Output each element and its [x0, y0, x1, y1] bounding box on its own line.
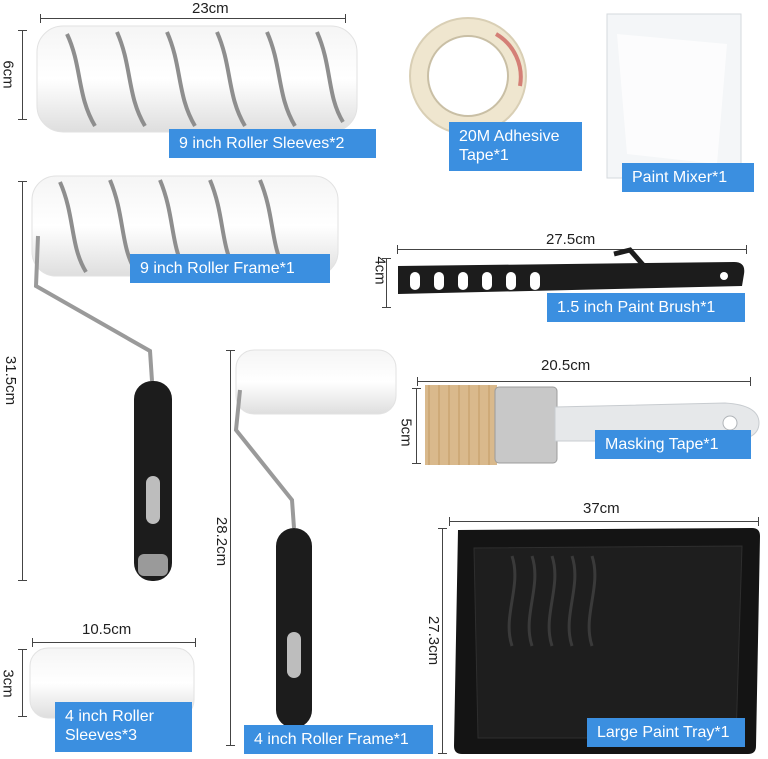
paint-tray-label: Large Paint Tray*1 [587, 718, 745, 747]
roller-frame-4-image [233, 349, 397, 728]
adhesive-tape-label: 20M Adhesive Tape*1 [449, 122, 582, 171]
roller-sleeves-4-label-line2: Sleeves*3 [65, 727, 138, 744]
roller-frame-9-label: 9 inch Roller Frame*1 [130, 254, 330, 283]
roller-sleeves-4-height: 3cm [0, 669, 17, 698]
paint-tray-width: 37cm [583, 500, 620, 517]
paint-brush-height: 4cm [371, 256, 389, 285]
paint-mixer-image [606, 13, 742, 179]
masking-tape-label: Masking Tape*1 [595, 430, 751, 459]
roller-sleeves-9-label: 9 inch Roller Sleeves*2 [169, 129, 376, 158]
masking-tape-width: 20.5cm [541, 357, 591, 374]
paint-brush-width: 27.5cm [546, 231, 596, 248]
roller-sleeve-9-image [36, 25, 358, 133]
adhesive-tape-image [409, 17, 527, 135]
roller-sleeves-4-width: 10.5cm [82, 621, 132, 638]
paint-tray-height: 27.3cm [425, 615, 443, 666]
roller-frame-4-height: 28.2cm [213, 516, 231, 567]
roller-sleeves-9-width: 23cm [192, 0, 229, 17]
roller-frame-4-label: 4 inch Roller Frame*1 [244, 725, 433, 754]
roller-sleeves-4-label-line1: 4 inch Roller [65, 708, 154, 725]
paint-mixer-label: Paint Mixer*1 [622, 163, 754, 192]
paint-brush-image [398, 247, 745, 294]
roller-sleeves-9-height: 6cm [0, 60, 17, 89]
paint-tray-image [454, 528, 760, 754]
roller-sleeves-4-label: 4 inch Roller Sleeves*3 [55, 702, 192, 752]
adhesive-tape-label-line2: Tape*1 [459, 147, 509, 164]
adhesive-tape-label-line1: 20M Adhesive [459, 128, 560, 145]
roller-frame-9-height: 31.5cm [2, 355, 20, 406]
roller-frame-9-image [31, 175, 339, 581]
paint-brush-label: 1.5 inch Paint Brush*1 [547, 293, 745, 322]
